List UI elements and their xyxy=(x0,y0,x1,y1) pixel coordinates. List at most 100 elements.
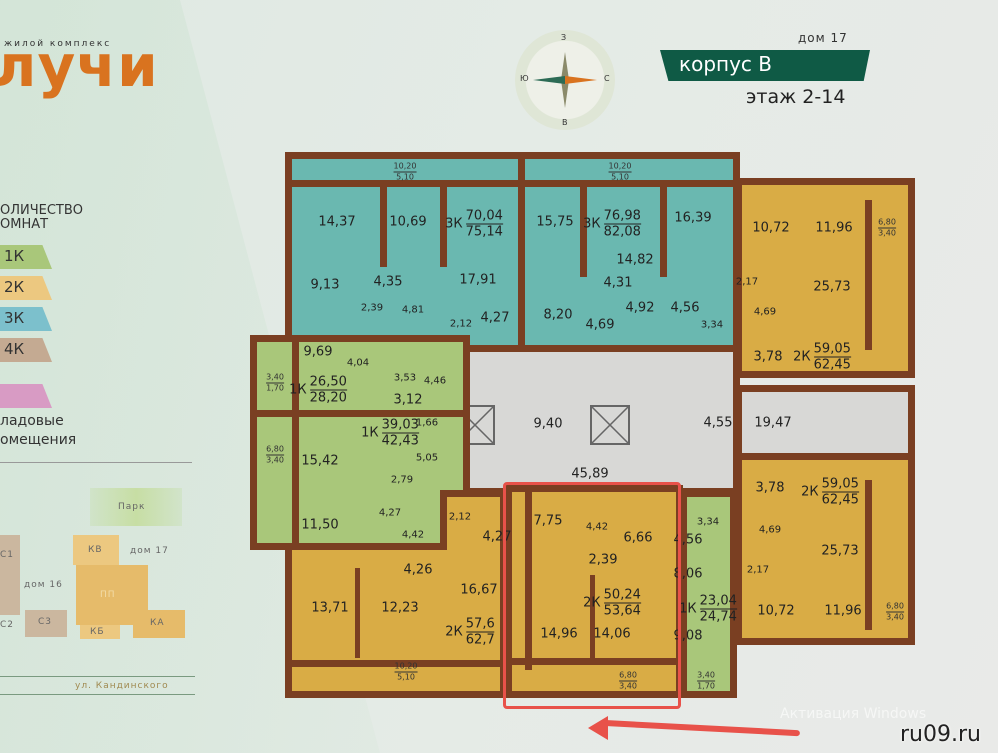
room-area-label: 16,39 xyxy=(674,210,712,226)
room-area-label: 2,39 xyxy=(360,302,384,314)
total-area: 42,43 xyxy=(381,433,419,449)
apartment-type: 3К xyxy=(583,216,601,232)
balcony-full-area: 6,80 xyxy=(266,444,284,456)
balcony-reduced-area: 1,70 xyxy=(266,383,284,393)
room-area-label: 3,78 xyxy=(753,349,783,365)
room-area-label: 4,55 xyxy=(703,415,733,431)
site-kv xyxy=(73,535,119,565)
street-line-bottom xyxy=(0,694,195,695)
room-area-label: 10,72 xyxy=(757,603,795,619)
site-c1 xyxy=(0,535,20,615)
arrow-left-icon xyxy=(588,716,608,740)
room-area-label: 14,82 xyxy=(616,252,654,268)
living-area: 23,04 xyxy=(699,593,737,610)
room-area-label: 4,81 xyxy=(401,304,425,316)
legend-title-line1: ОЛИЧЕСТВО xyxy=(0,203,84,218)
balcony-reduced-area: 3,40 xyxy=(266,455,284,465)
room-area-label: 11,96 xyxy=(815,220,853,236)
site-c3 xyxy=(25,610,67,637)
room-area-label: 11,96 xyxy=(824,603,862,619)
site-kb xyxy=(80,625,120,639)
arrow-shaft xyxy=(599,719,801,737)
compass-north-label: С xyxy=(604,74,610,83)
living-area: 26,50 xyxy=(309,374,347,391)
site-c1-label: С1 xyxy=(0,550,15,560)
wall xyxy=(865,200,872,350)
room-area-label: 2,17 xyxy=(735,276,759,288)
room-area-label: 12,23 xyxy=(381,600,419,616)
apartment-1k-top xyxy=(250,335,470,417)
balcony-wall xyxy=(285,660,507,667)
apartment-type: 2К xyxy=(445,624,463,640)
room-area-label: 3,12 xyxy=(393,392,423,408)
room-area-label: 2,79 xyxy=(390,474,414,486)
room-area-label: 2,12 xyxy=(449,318,473,330)
building-banner: корпус В xyxy=(660,50,870,81)
living-area: 59,05 xyxy=(813,341,851,358)
balcony-reduced-area: 3,40 xyxy=(886,612,904,622)
wall xyxy=(440,187,447,267)
balcony-reduced-area: 1,70 xyxy=(697,681,715,691)
room-area-label: 4,27 xyxy=(480,310,510,326)
apartment-2k-bottom-right xyxy=(735,453,915,645)
room-area-label: 3,78 xyxy=(755,480,785,496)
wall xyxy=(380,187,387,267)
balcony-full-area: 6,80 xyxy=(886,601,904,613)
legend-title-line2: ОМНАТ xyxy=(0,217,49,232)
room-area-label: 19,47 xyxy=(754,415,792,431)
wall xyxy=(590,575,595,665)
apartment-type: 3К xyxy=(445,216,463,232)
room-area-label: 9,40 xyxy=(533,416,563,432)
balcony-full-area: 10,20 xyxy=(393,161,417,173)
balcony-full-area: 6,80 xyxy=(619,670,637,682)
legend-4k-swatch: 4К xyxy=(0,338,52,362)
room-area-label: 4,92 xyxy=(625,300,655,316)
legend-divider xyxy=(0,462,192,463)
site-c3-label: С3 xyxy=(38,617,53,627)
room-area-label: 10,72 xyxy=(752,220,790,236)
room-area-label: 14,96 xyxy=(540,626,578,642)
compass-south-label: Ю xyxy=(520,74,529,83)
site-pp-label: ПП xyxy=(100,590,116,600)
legend-3k-swatch: 3К xyxy=(0,307,52,331)
site-kb-label: КБ xyxy=(90,627,105,637)
room-area-label: 4,42 xyxy=(401,529,425,541)
balcony-full-area: 10,20 xyxy=(394,661,418,673)
balcony-full-area: 6,80 xyxy=(878,217,896,229)
apartment-1k-middle xyxy=(250,410,470,550)
room-area-label: 4,69 xyxy=(753,306,777,318)
site-kv-label: КВ xyxy=(88,545,103,555)
apartment-2k-bottom-left xyxy=(285,543,507,698)
wall xyxy=(660,187,667,277)
house-number: дом 17 xyxy=(798,31,848,45)
room-area-label: 13,71 xyxy=(311,600,349,616)
room-area-label: 17,91 xyxy=(459,272,497,288)
total-area: 24,74 xyxy=(699,609,737,625)
apartment-type: 1К xyxy=(289,382,307,398)
room-area-label: 4,31 xyxy=(603,275,633,291)
legend-1k-swatch: 1К xyxy=(0,245,52,269)
balcony-reduced-area: 5,10 xyxy=(397,672,415,682)
room-area-label: 3,34 xyxy=(700,319,724,331)
balcony-full-area: 10,20 xyxy=(608,161,632,173)
living-area: 50,24 xyxy=(603,587,641,604)
site-house17-label: дом 17 xyxy=(130,546,169,556)
site-watermark: ru09.ru xyxy=(900,722,981,747)
room-area-label: 4,04 xyxy=(346,357,370,369)
room-area-label: 7,75 xyxy=(533,513,563,529)
wall xyxy=(580,187,587,277)
room-area-label: 2,17 xyxy=(746,564,770,576)
elevator-icon xyxy=(590,405,630,445)
legend-shop-label: ладовые омещения xyxy=(0,412,76,450)
legend-shop-line1: ладовые xyxy=(0,413,64,429)
